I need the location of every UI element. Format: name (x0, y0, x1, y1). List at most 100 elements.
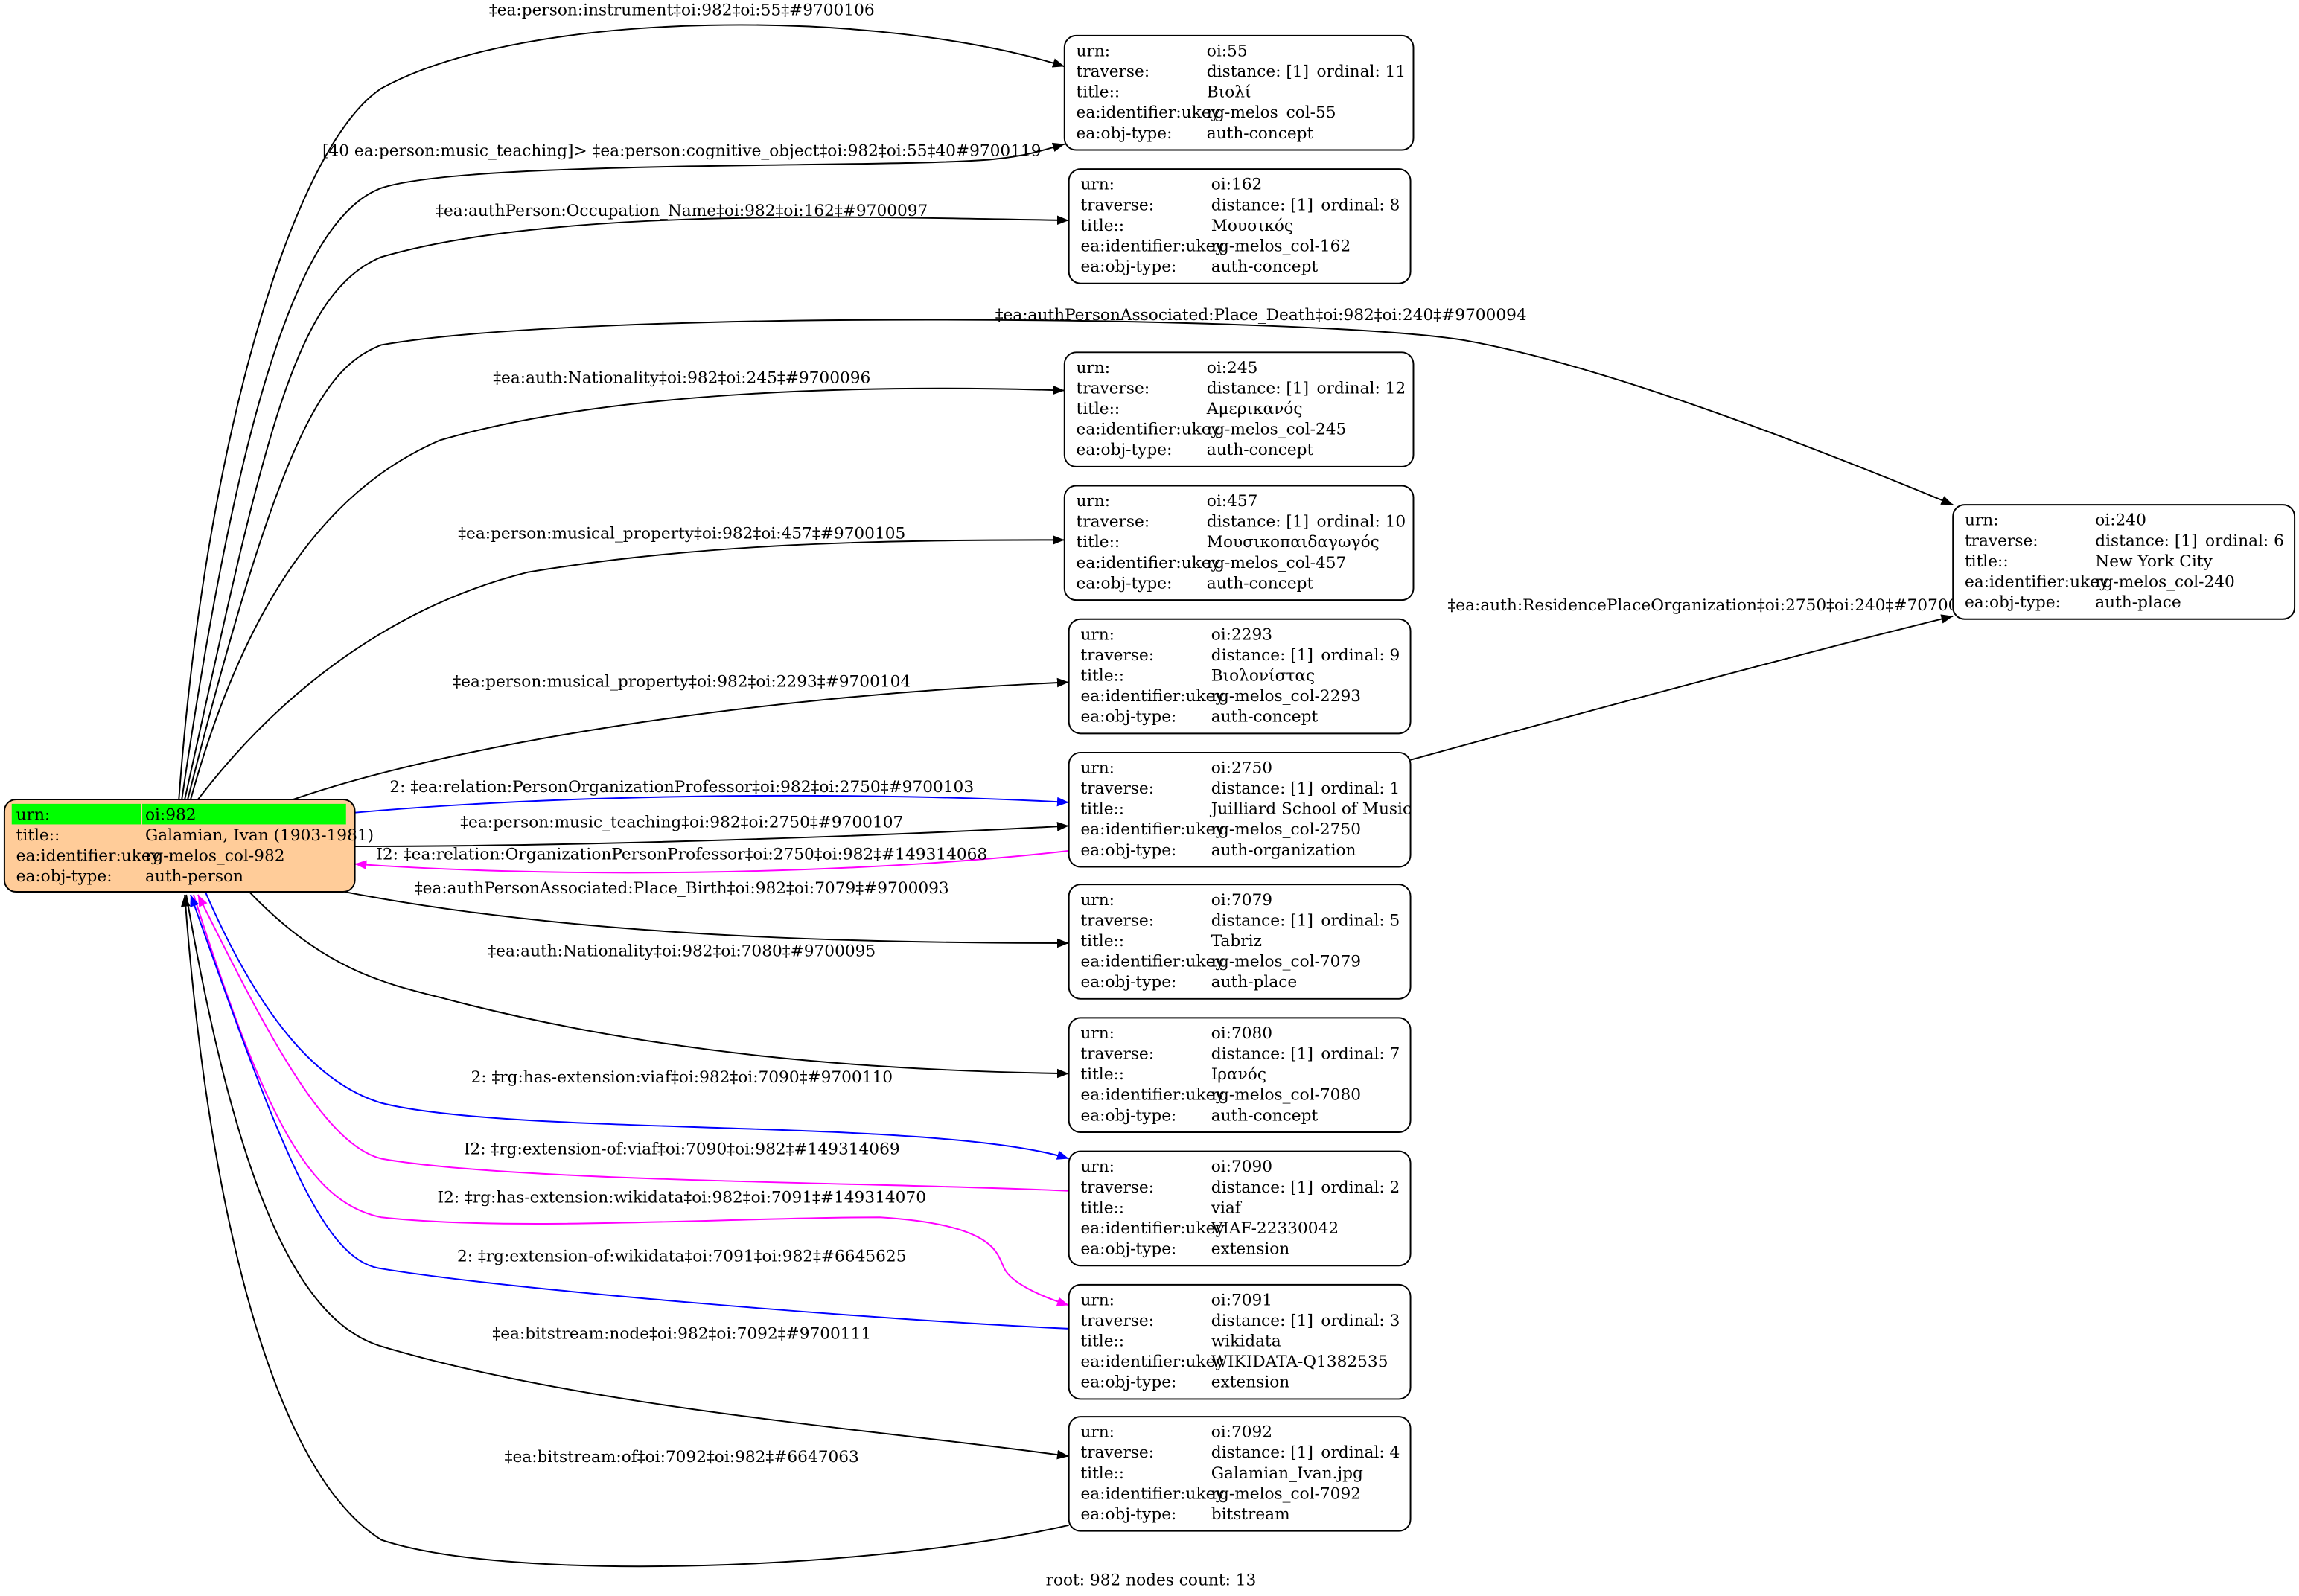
edge[interactable]: ‡ea:auth:Nationality‡oi:982‡oi:245‡#9700… (190, 369, 1065, 800)
edge-label: ‡ea:auth:Nationality‡oi:982‡oi:245‡#9700… (493, 369, 870, 388)
node-box (1068, 1283, 1412, 1400)
node-row-value: Βιολί (1207, 83, 1251, 102)
node-row-value: auth-place (2095, 593, 2181, 612)
node-row-value: rg-melos_col-2750 (1211, 820, 1361, 839)
edge-label: ‡ea:person:musical_property‡oi:982‡oi:45… (458, 524, 905, 543)
node-row-value: New York City (2095, 552, 2213, 571)
edge-label: ‡ea:person:instrument‡oi:982‡oi:55‡#9700… (489, 1, 875, 19)
node-row-key: title:: (1077, 83, 1120, 102)
edge-line[interactable] (354, 849, 1069, 874)
edge-line[interactable] (293, 677, 1069, 800)
node-row-value: Juilliard School of Music (1210, 800, 1412, 819)
edge[interactable]: [40 ea:person:music_teaching]> ‡ea:perso… (181, 141, 1065, 800)
edge-label: 2: ‡rg:extension-of:wikidata‡oi:7091‡oi:… (457, 1247, 906, 1265)
edge[interactable]: I2: ‡rg:has-extension:wikidata‡oi:982‡oi… (193, 894, 1069, 1306)
edge-line[interactable] (197, 535, 1065, 800)
node-ordinal: ordinal: 5 (1321, 911, 1400, 930)
node-row-key: urn: (1077, 42, 1111, 60)
node-box (1063, 351, 1415, 467)
node-row-key: ea:identifier:ukey (1077, 103, 1221, 122)
edge-line[interactable] (185, 894, 1069, 1460)
edge[interactable]: ‡ea:authPerson:Occupation_Name‡oi:982‡oi… (184, 202, 1069, 800)
node-row-value: rg-melos_col-7079 (1211, 952, 1361, 971)
node-ordinal: ordinal: 11 (1317, 63, 1406, 81)
node-row-key: title:: (1080, 1065, 1124, 1084)
node-row-key: traverse: (1080, 911, 1154, 930)
node-row-key: ea:obj-type: (1080, 1106, 1176, 1125)
edge-line[interactable] (197, 894, 1069, 1192)
edge-line[interactable] (181, 142, 1065, 800)
node-row-key: ea:obj-type: (1080, 1505, 1176, 1524)
node-row-value: extension (1211, 1239, 1290, 1258)
root-node[interactable]: urn: oi:982 title:: Galamian, Ivan (1903… (3, 798, 374, 893)
edge[interactable]: ‡ea:auth:Nationality‡oi:982‡oi:7080‡#970… (249, 891, 1069, 1079)
edge[interactable]: ‡ea:bitstream:of‡oi:7092‡oi:982‡#6647063 (181, 894, 1069, 1568)
edge[interactable]: ‡ea:person:music_teaching‡oi:982‡oi:2750… (354, 813, 1069, 847)
node-box (1063, 34, 1415, 151)
node-row-value: auth-concept (1211, 1106, 1319, 1125)
edge-line[interactable] (190, 894, 1069, 1330)
edge[interactable]: ‡ea:person:musical_property‡oi:982‡oi:45… (197, 524, 1065, 800)
edge[interactable]: 2: ‡rg:extension-of:wikidata‡oi:7091‡oi:… (190, 894, 1069, 1330)
edge-line[interactable] (1410, 614, 1954, 761)
node-row-value: VIAF-22330042 (1211, 1219, 1339, 1238)
node-row-value: distance: [1] (1211, 779, 1313, 798)
edge-label: 2: ‡rg:has-extension:viaf‡oi:982‡oi:7090… (471, 1068, 893, 1087)
node-row-key: title:: (1077, 400, 1120, 418)
node-row-key: ea:identifier:ukey (1080, 687, 1225, 706)
edge-line[interactable] (184, 215, 1069, 800)
node-row-key: ea:identifier:ukey (1080, 1484, 1225, 1503)
edge-line[interactable] (354, 821, 1069, 847)
edge[interactable]: 2: ‡ea:relation:PersonOrganizationProfes… (354, 778, 1069, 814)
edge-line[interactable] (193, 894, 1069, 1306)
edge[interactable]: ‡ea:authPersonAssociated:Place_Death‡oi:… (187, 306, 1954, 800)
node-row-value: oi:7091 (1211, 1291, 1272, 1309)
edge[interactable]: I2: ‡ea:relation:OrganizationPersonProfe… (354, 846, 1069, 874)
node-ordinal: ordinal: 6 (2205, 532, 2284, 550)
node-row-key: traverse: (1965, 532, 2038, 550)
edge[interactable]: I2: ‡rg:extension-of:viaf‡oi:7090‡oi:982… (197, 894, 1069, 1192)
edge[interactable]: ‡ea:auth:ResidencePlaceOrganization‡oi:2… (1410, 596, 1969, 761)
edge[interactable]: ‡ea:person:instrument‡oi:982‡oi:55‡#9700… (178, 1, 1065, 800)
edge-label: ‡ea:person:music_teaching‡oi:982‡oi:2750… (460, 813, 903, 831)
node-row-value: wikidata (1211, 1332, 1281, 1351)
edge-line[interactable] (344, 891, 1069, 948)
edge-label: I2: ‡rg:has-extension:wikidata‡oi:982‡oi… (438, 1189, 926, 1207)
node-row-key: ea:identifier:ukey (1965, 572, 2109, 591)
edge[interactable]: ‡ea:authPersonAssociated:Place_Birth‡oi:… (344, 879, 1069, 948)
node-ordinal: ordinal: 10 (1317, 513, 1406, 532)
node-row-key: title:: (1080, 1464, 1124, 1483)
node-row-value: auth-concept (1207, 124, 1314, 143)
node-row-value: Ιρανός (1211, 1065, 1266, 1084)
edge-line[interactable] (178, 24, 1065, 800)
node-row-value: auth-concept (1211, 258, 1319, 276)
node-row-key: ea:identifier:ukey (1080, 952, 1225, 971)
edge-label: ‡ea:auth:ResidencePlaceOrganization‡oi:2… (1447, 596, 1968, 615)
edge-line[interactable] (204, 891, 1069, 1160)
edge-line[interactable] (354, 794, 1069, 814)
edge[interactable]: ‡ea:bitstream:node‡oi:982‡oi:7092‡#97001… (185, 894, 1069, 1460)
node-row-value: oi:457 (1207, 492, 1258, 511)
edge[interactable]: ‡ea:person:musical_property‡oi:982‡oi:22… (293, 672, 1069, 800)
node-row-key: title:: (1080, 217, 1124, 235)
edge-line[interactable] (187, 319, 1954, 800)
edge-line[interactable] (181, 894, 1069, 1568)
node-row-key: ea:obj-type: (1077, 124, 1173, 143)
edge-line[interactable] (249, 891, 1069, 1079)
edge[interactable]: 2: ‡rg:has-extension:viaf‡oi:982‡oi:7090… (204, 891, 1069, 1160)
node-box (1068, 168, 1412, 284)
node-row-value: oi:7092 (1211, 1423, 1272, 1442)
edge-line[interactable] (190, 385, 1065, 800)
